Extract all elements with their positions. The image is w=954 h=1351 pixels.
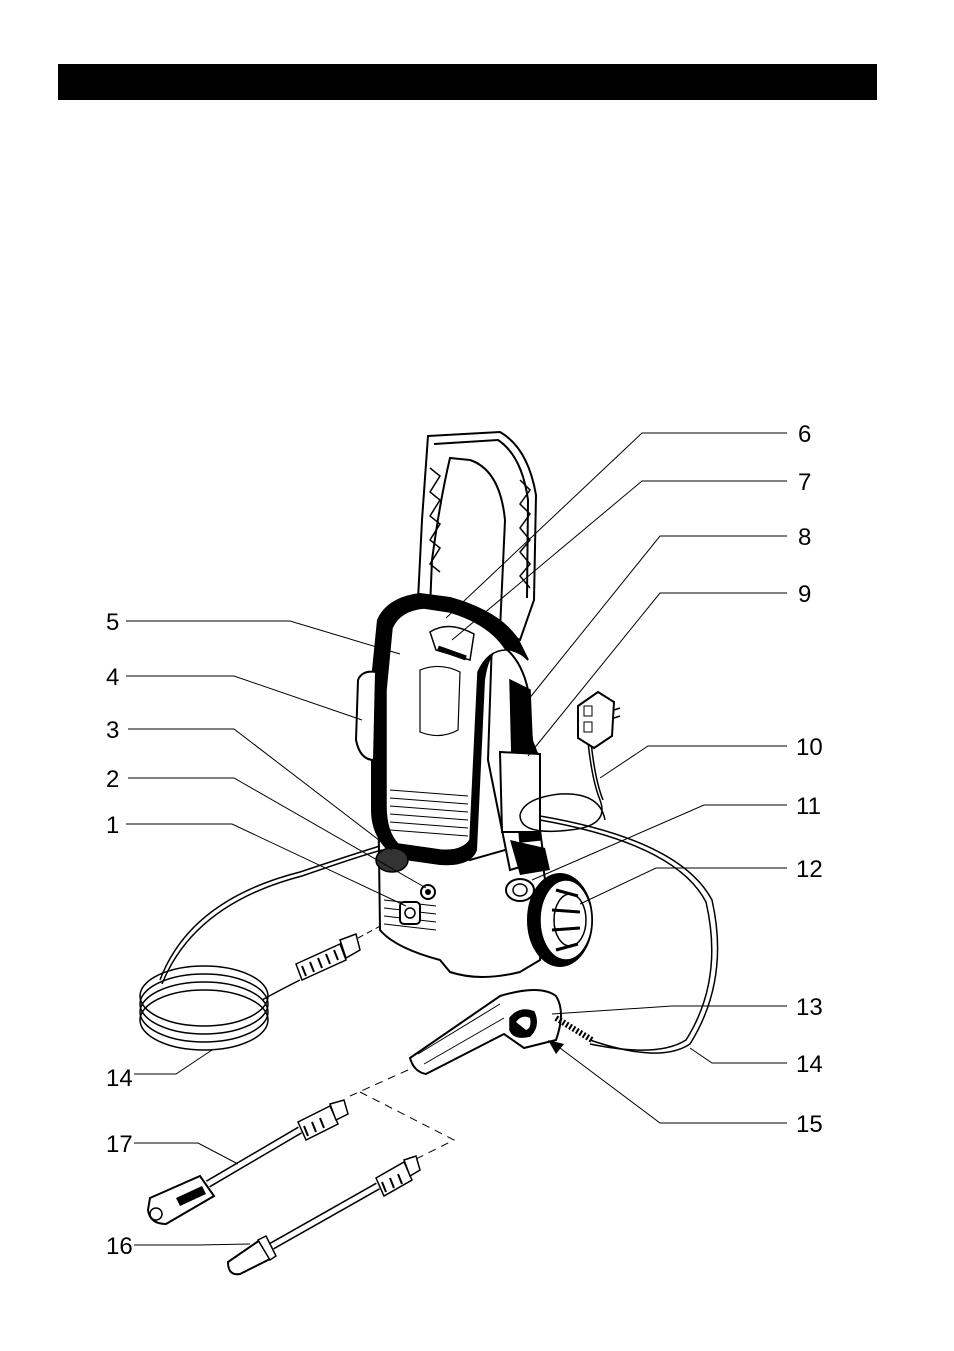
spray-lance-vario <box>148 1100 348 1224</box>
callout-2: 2 <box>106 766 119 793</box>
leader-10 <box>600 746 787 778</box>
callout-13: 13 <box>796 994 823 1021</box>
leader-13 <box>552 1006 787 1014</box>
leader-14a <box>134 1050 212 1074</box>
callout-9: 9 <box>798 581 811 608</box>
hose-connector <box>296 934 360 980</box>
callout-14-right: 14 <box>796 1051 823 1078</box>
callout-7: 7 <box>798 469 811 496</box>
callout-12: 12 <box>796 856 823 883</box>
cover-window <box>420 666 460 735</box>
leader-9 <box>528 593 787 756</box>
callout-10: 10 <box>796 734 823 761</box>
accessory-holder <box>500 752 540 832</box>
callout-5: 5 <box>106 609 119 636</box>
callout-15-arrow <box>548 1040 564 1054</box>
spray-lance-dirt-blaster <box>228 1156 420 1274</box>
leader-3 <box>128 729 392 850</box>
callout-1: 1 <box>106 812 119 839</box>
callout-11: 11 <box>796 793 821 820</box>
spray-gun <box>410 990 592 1074</box>
water-inlet-connector <box>506 879 534 901</box>
leader-15 <box>560 1048 787 1123</box>
callout-14-left: 14 <box>106 1065 133 1092</box>
power-plug <box>578 692 620 748</box>
callout-15: 15 <box>796 1111 823 1138</box>
assembly-guides <box>350 1070 454 1160</box>
callout-6: 6 <box>798 421 811 448</box>
leader-11 <box>532 805 787 880</box>
leader-14b <box>690 1048 787 1063</box>
leader-4 <box>126 676 362 720</box>
callout-17: 17 <box>106 1131 133 1158</box>
callout-3: 3 <box>106 717 119 744</box>
callout-16: 16 <box>106 1233 133 1260</box>
leader-16 <box>134 1244 250 1245</box>
leader-17 <box>134 1143 238 1164</box>
leader-5 <box>126 621 400 654</box>
callout-8: 8 <box>798 524 811 551</box>
callout-4: 4 <box>106 664 119 691</box>
wheel <box>528 874 592 966</box>
leader-1 <box>126 824 406 906</box>
high-pressure-outlet <box>400 902 420 924</box>
left-side-part <box>356 672 376 760</box>
leader-8 <box>528 536 787 700</box>
